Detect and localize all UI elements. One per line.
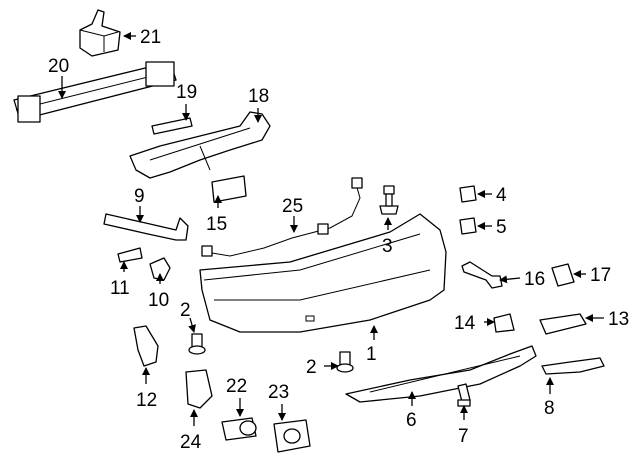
callout-15: 15 [206,214,227,235]
callout-4: 4 [496,185,507,206]
part-9-strip [103,213,189,241]
callout-labels: 1 2 2 3 4 5 6 7 8 9 10 11 12 13 14 15 16… [48,27,629,453]
part-7-clip [457,383,471,407]
part-8-moulding [541,357,605,375]
part-2-bolt-lower [336,351,354,373]
part-14-bracket [493,313,515,333]
part-10-bracket [149,257,171,281]
part-11-pad [117,247,143,263]
callout-2-lower: 2 [306,357,317,378]
callout-12: 12 [136,390,157,411]
callout-13: 13 [608,309,629,330]
part-12-bracket [133,325,159,367]
part-23-sensor-holder [273,419,311,453]
callout-10: 10 [148,290,169,311]
callout-8: 8 [544,398,555,419]
part-24-bracket [185,369,213,409]
callout-1: 1 [366,344,377,365]
callout-17: 17 [590,265,611,286]
part-16-rod [461,261,503,289]
callout-19: 19 [176,82,197,103]
callout-18: 18 [248,86,269,107]
callout-20: 20 [48,56,69,77]
part-5-clip [459,217,477,235]
callout-5: 5 [496,217,507,238]
callout-14: 14 [454,313,476,334]
callout-21: 21 [140,27,161,48]
callout-25: 25 [282,196,303,217]
part-19-pin [151,117,193,135]
callout-9: 9 [134,186,145,207]
callout-11: 11 [110,278,130,299]
callout-6: 6 [406,410,417,431]
part-3-bolt [379,185,399,215]
part-21-bracket [79,9,121,57]
callout-2-upper: 2 [180,300,191,321]
part-18-bracket [129,111,271,179]
part-15-retainer [211,175,247,203]
callout-16: 16 [524,269,545,290]
part-1-bumper-cover [199,213,447,333]
callout-22: 22 [226,376,247,397]
part-17-cap [551,263,575,287]
callout-23: 23 [268,382,289,403]
part-13-reflector [539,313,587,335]
part-6-lower-spoiler [345,345,537,403]
callout-24: 24 [180,432,202,453]
part-4-clip [459,185,477,203]
part-22-sensor [221,417,257,441]
callout-3: 3 [382,236,393,257]
callout-7: 7 [458,426,469,447]
part-2-bolt-upper [188,333,206,355]
part-25-wire-harness [201,177,363,257]
part-20-reinforcement-bar [13,61,177,123]
leader-lines [58,32,604,426]
